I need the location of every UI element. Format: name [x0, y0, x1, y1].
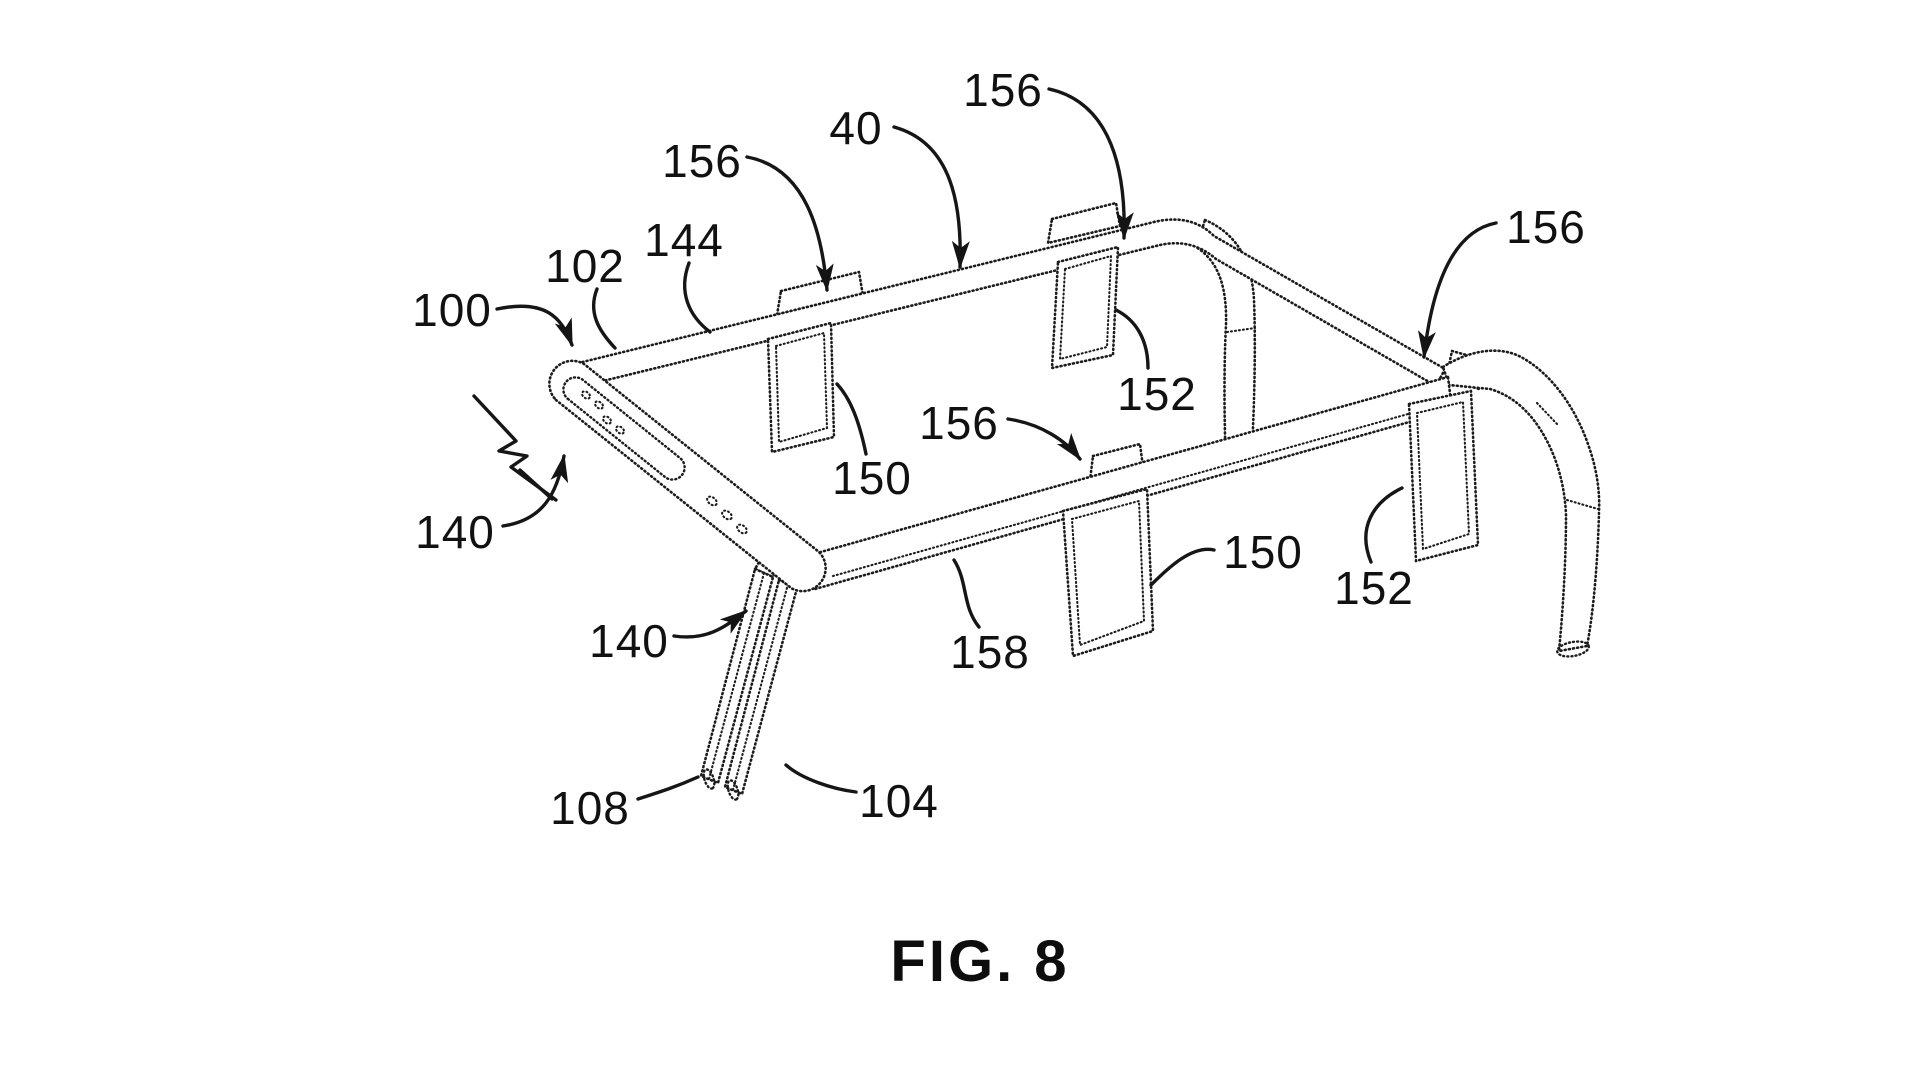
rear-right-leg-joint-line	[1225, 326, 1257, 334]
rail-hole	[721, 509, 733, 521]
front-right-elbow-joint-line	[1535, 401, 1559, 426]
front-right-leg-open-end	[1555, 640, 1591, 658]
break-symbol	[472, 394, 558, 502]
ref-label-152: 152	[1117, 368, 1197, 420]
ref-label-156: 156	[662, 135, 742, 187]
ref-label-156: 156	[1506, 201, 1586, 253]
leader-104	[784, 763, 858, 794]
leader-144	[683, 261, 712, 334]
leader-156-top-left	[745, 155, 834, 292]
figure-caption: FIG. 8	[890, 929, 1070, 994]
strap-panel-front-right-inner	[1415, 400, 1471, 551]
leader-lines	[495, 87, 1498, 801]
leader-108	[636, 775, 700, 801]
front-left-leg-channel-a	[699, 567, 775, 785]
ref-label-152: 152	[1334, 562, 1414, 614]
leader-152-rear	[1114, 308, 1150, 370]
leader-102	[591, 287, 617, 350]
leader-100	[495, 304, 574, 347]
strap-panel-rear-left-inner	[774, 331, 829, 444]
ref-label-144: 144	[644, 214, 724, 266]
leader-40	[892, 125, 970, 269]
ref-label-158: 158	[950, 626, 1030, 678]
leader-150-right	[1149, 547, 1216, 587]
leader-140-upper	[501, 454, 569, 528]
ref-label-40: 40	[829, 102, 883, 154]
ref-label-104: 104	[859, 775, 939, 827]
ref-label-140: 140	[589, 615, 669, 667]
front-left-leg-channel-b-seam	[731, 582, 790, 792]
ref-label-108: 108	[550, 782, 630, 834]
leader-158	[952, 558, 981, 629]
break-symbol-second-line	[518, 468, 554, 501]
front-right-elbow-leg	[1441, 349, 1601, 653]
strap-panel-rear-mid	[1050, 245, 1120, 370]
leader-140-lower	[672, 609, 748, 639]
front-left-leg-open-end-b	[726, 779, 740, 801]
rail-hole	[601, 415, 613, 425]
leader-152-right	[1364, 486, 1404, 564]
ref-label-100: 100	[412, 284, 492, 336]
strap-panel-front-mid	[1061, 487, 1155, 658]
strap-panel-front-right	[1407, 389, 1480, 563]
leader-150-left	[835, 382, 868, 456]
leader-156-mid	[1006, 417, 1082, 461]
ref-label-102: 102	[545, 240, 625, 292]
left-side-rail-slot	[562, 376, 686, 481]
front-left-leg-open-end-a	[702, 768, 716, 790]
ref-label-156: 156	[919, 397, 999, 449]
rear-rail-and-right-diagonal	[556, 218, 1447, 392]
rail-hole	[593, 400, 605, 410]
rail-hole	[706, 495, 718, 507]
strap-panel-rear-left	[766, 321, 836, 454]
leader-156-top-mid	[1047, 87, 1134, 240]
ref-label-156: 156	[963, 64, 1043, 116]
strap-panel-front-mid-inner	[1070, 499, 1146, 647]
strap-panel-rear-mid-inner	[1058, 254, 1113, 361]
ref-label-150: 150	[832, 452, 912, 504]
left-side-rail	[548, 359, 827, 593]
front-right-leg-joint-line	[1565, 498, 1600, 511]
rail-hole	[614, 425, 626, 435]
ref-label-140: 140	[415, 506, 495, 558]
frame-assembly	[472, 201, 1601, 801]
rail-hole	[736, 523, 748, 535]
leader-156-right	[1417, 221, 1498, 359]
front-left-leg-channel-a-seam	[707, 571, 766, 781]
ref-label-150: 150	[1223, 526, 1303, 578]
rail-hole	[580, 390, 592, 400]
